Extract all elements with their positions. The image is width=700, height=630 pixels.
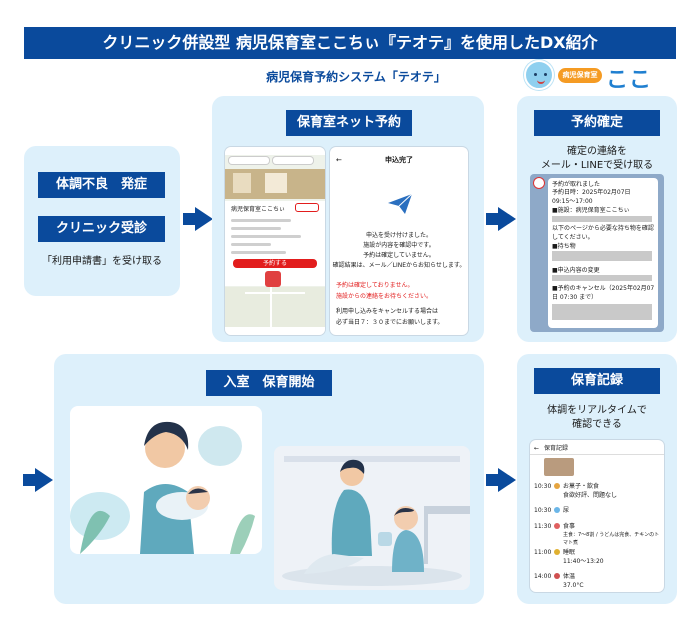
record-detail-0: 食欲好評、問題なし — [563, 492, 618, 499]
map-facility-name: 病児保育室ここちぃ — [231, 206, 286, 213]
line-msg-date: 予約日時：2025年02月07日 09:15〜17:00 — [552, 189, 637, 205]
complete-line-3: 予約は確定していません。 — [363, 252, 435, 259]
map-reserve-button[interactable]: 予約する — [233, 259, 317, 268]
confirm-desc-2: メール・LINEで受け取る — [540, 160, 654, 171]
sleep-icon — [554, 549, 560, 555]
arrow-right-icon — [486, 207, 516, 231]
complete-red-2: 施設からの連絡をお待ちください。 — [336, 293, 433, 300]
record-title-2: 食事 — [563, 523, 576, 530]
phone-line-screen: 予約が取れました 予約日時：2025年02月07日 09:15〜17:00 ■施… — [530, 174, 664, 332]
record-time-1: 10:30 — [534, 507, 552, 514]
record-time-3: 11:00 — [534, 549, 552, 556]
record-header: 保育記録 — [544, 445, 569, 452]
logo-pill: 病児保育室 — [558, 68, 602, 83]
clinic-label: クリニック受診 — [38, 216, 165, 242]
record-detail-4: 37.0°C — [563, 582, 584, 589]
record-desc-1: 体調をリアルタイムで — [547, 405, 647, 416]
record-title-1: 尿 — [563, 507, 570, 514]
arrow-right-icon — [23, 468, 53, 492]
line-msg-cancel: ■予約のキャンセル（2025年02月07日 07:30 まで） — [552, 285, 655, 301]
arrow-right-icon — [183, 207, 213, 231]
record-detail-3: 11:40〜13:20 — [563, 558, 604, 565]
meal-icon — [554, 523, 560, 529]
receive-form-text: 「利用申請書」を受け取る — [42, 256, 162, 267]
phone-map-screen: 病児保育室ここちぃ 予約する — [225, 147, 325, 335]
complete-red-1: 予約は確定しておりません。 — [336, 282, 414, 289]
back-arrow-icon[interactable]: ← — [336, 156, 342, 164]
phone-record-screen: ← 保育記録 10:30 お菓子・飲食 食欲好評、問題なし 10:30 尿 11… — [530, 440, 664, 592]
app-avatar-icon — [534, 178, 544, 188]
record-time-0: 10:30 — [534, 483, 552, 490]
complete-line-2: 施設が内容を確認中です。 — [363, 242, 435, 249]
record-time-2: 11:30 — [534, 523, 552, 530]
line-msg-head: 予約が取れました — [552, 181, 601, 188]
complete-note-2: 必ず当日７：３０までにお願いします。 — [336, 319, 444, 326]
mascot-face-icon — [524, 60, 554, 90]
water-drop-icon — [554, 507, 560, 513]
line-msg-facility: ■施設：病児保育室ここちぃ — [552, 207, 630, 214]
record-title-0: お菓子・飲食 — [563, 483, 600, 490]
record-back-icon[interactable]: ← — [534, 445, 540, 452]
record-title-3: 睡眠 — [563, 549, 576, 556]
confirm-label: 予約確定 — [534, 110, 660, 136]
record-desc-2: 確認できる — [572, 419, 622, 430]
complete-line-4: 確認結果は、メール／LINEからお知らせします。 — [332, 262, 466, 269]
record-detail-2: 主食：7〜8割 / うどんは完食、チキンのトマト煮 — [563, 532, 660, 546]
confirm-desc-1: 確定の連絡を — [567, 146, 627, 157]
system-label: 病児保育予約システム「テオテ」 — [266, 70, 446, 84]
record-photo — [544, 458, 574, 476]
complete-title: 申込完了 — [385, 156, 413, 164]
nurse-baby-illustration — [70, 406, 262, 554]
record-time-4: 14:00 — [534, 573, 552, 580]
childcare-start-label: 入室 保育開始 — [206, 370, 332, 396]
page-title: クリニック併設型 病児保育室ここちぃ『テオテ』を使用したDX紹介 — [24, 27, 676, 59]
complete-note-1: 利用申し込みをキャンセルする場合は — [336, 308, 439, 315]
thermometer-icon — [554, 573, 560, 579]
record-label: 保育記録 — [534, 368, 660, 394]
net-reservation-label: 保育室ネット予約 — [286, 110, 412, 136]
line-msg-change: ■申込内容の変更 — [552, 267, 600, 274]
complete-line-1: 申込を受け付けました。 — [365, 232, 432, 239]
map-pin-icon[interactable] — [265, 271, 281, 287]
paper-plane-icon — [388, 193, 413, 214]
snack-icon — [554, 483, 560, 489]
phone-complete-screen: ← 申込完了 申込を受け付けました。 施設が内容を確認中です。 予約は確定してい… — [330, 147, 468, 335]
line-msg-items-label: ■持ち物 — [552, 243, 576, 250]
nurse-child-illustration — [274, 446, 470, 590]
arrow-right-icon — [486, 468, 516, 492]
kokochii-logo: 病児保育室 ここちぃ — [524, 60, 674, 125]
line-msg-items: 以下のページから必要な持ち物を確認してください。 — [552, 225, 654, 241]
record-title-4: 体温 — [563, 573, 576, 580]
onset-label: 体調不良 発症 — [38, 172, 165, 198]
